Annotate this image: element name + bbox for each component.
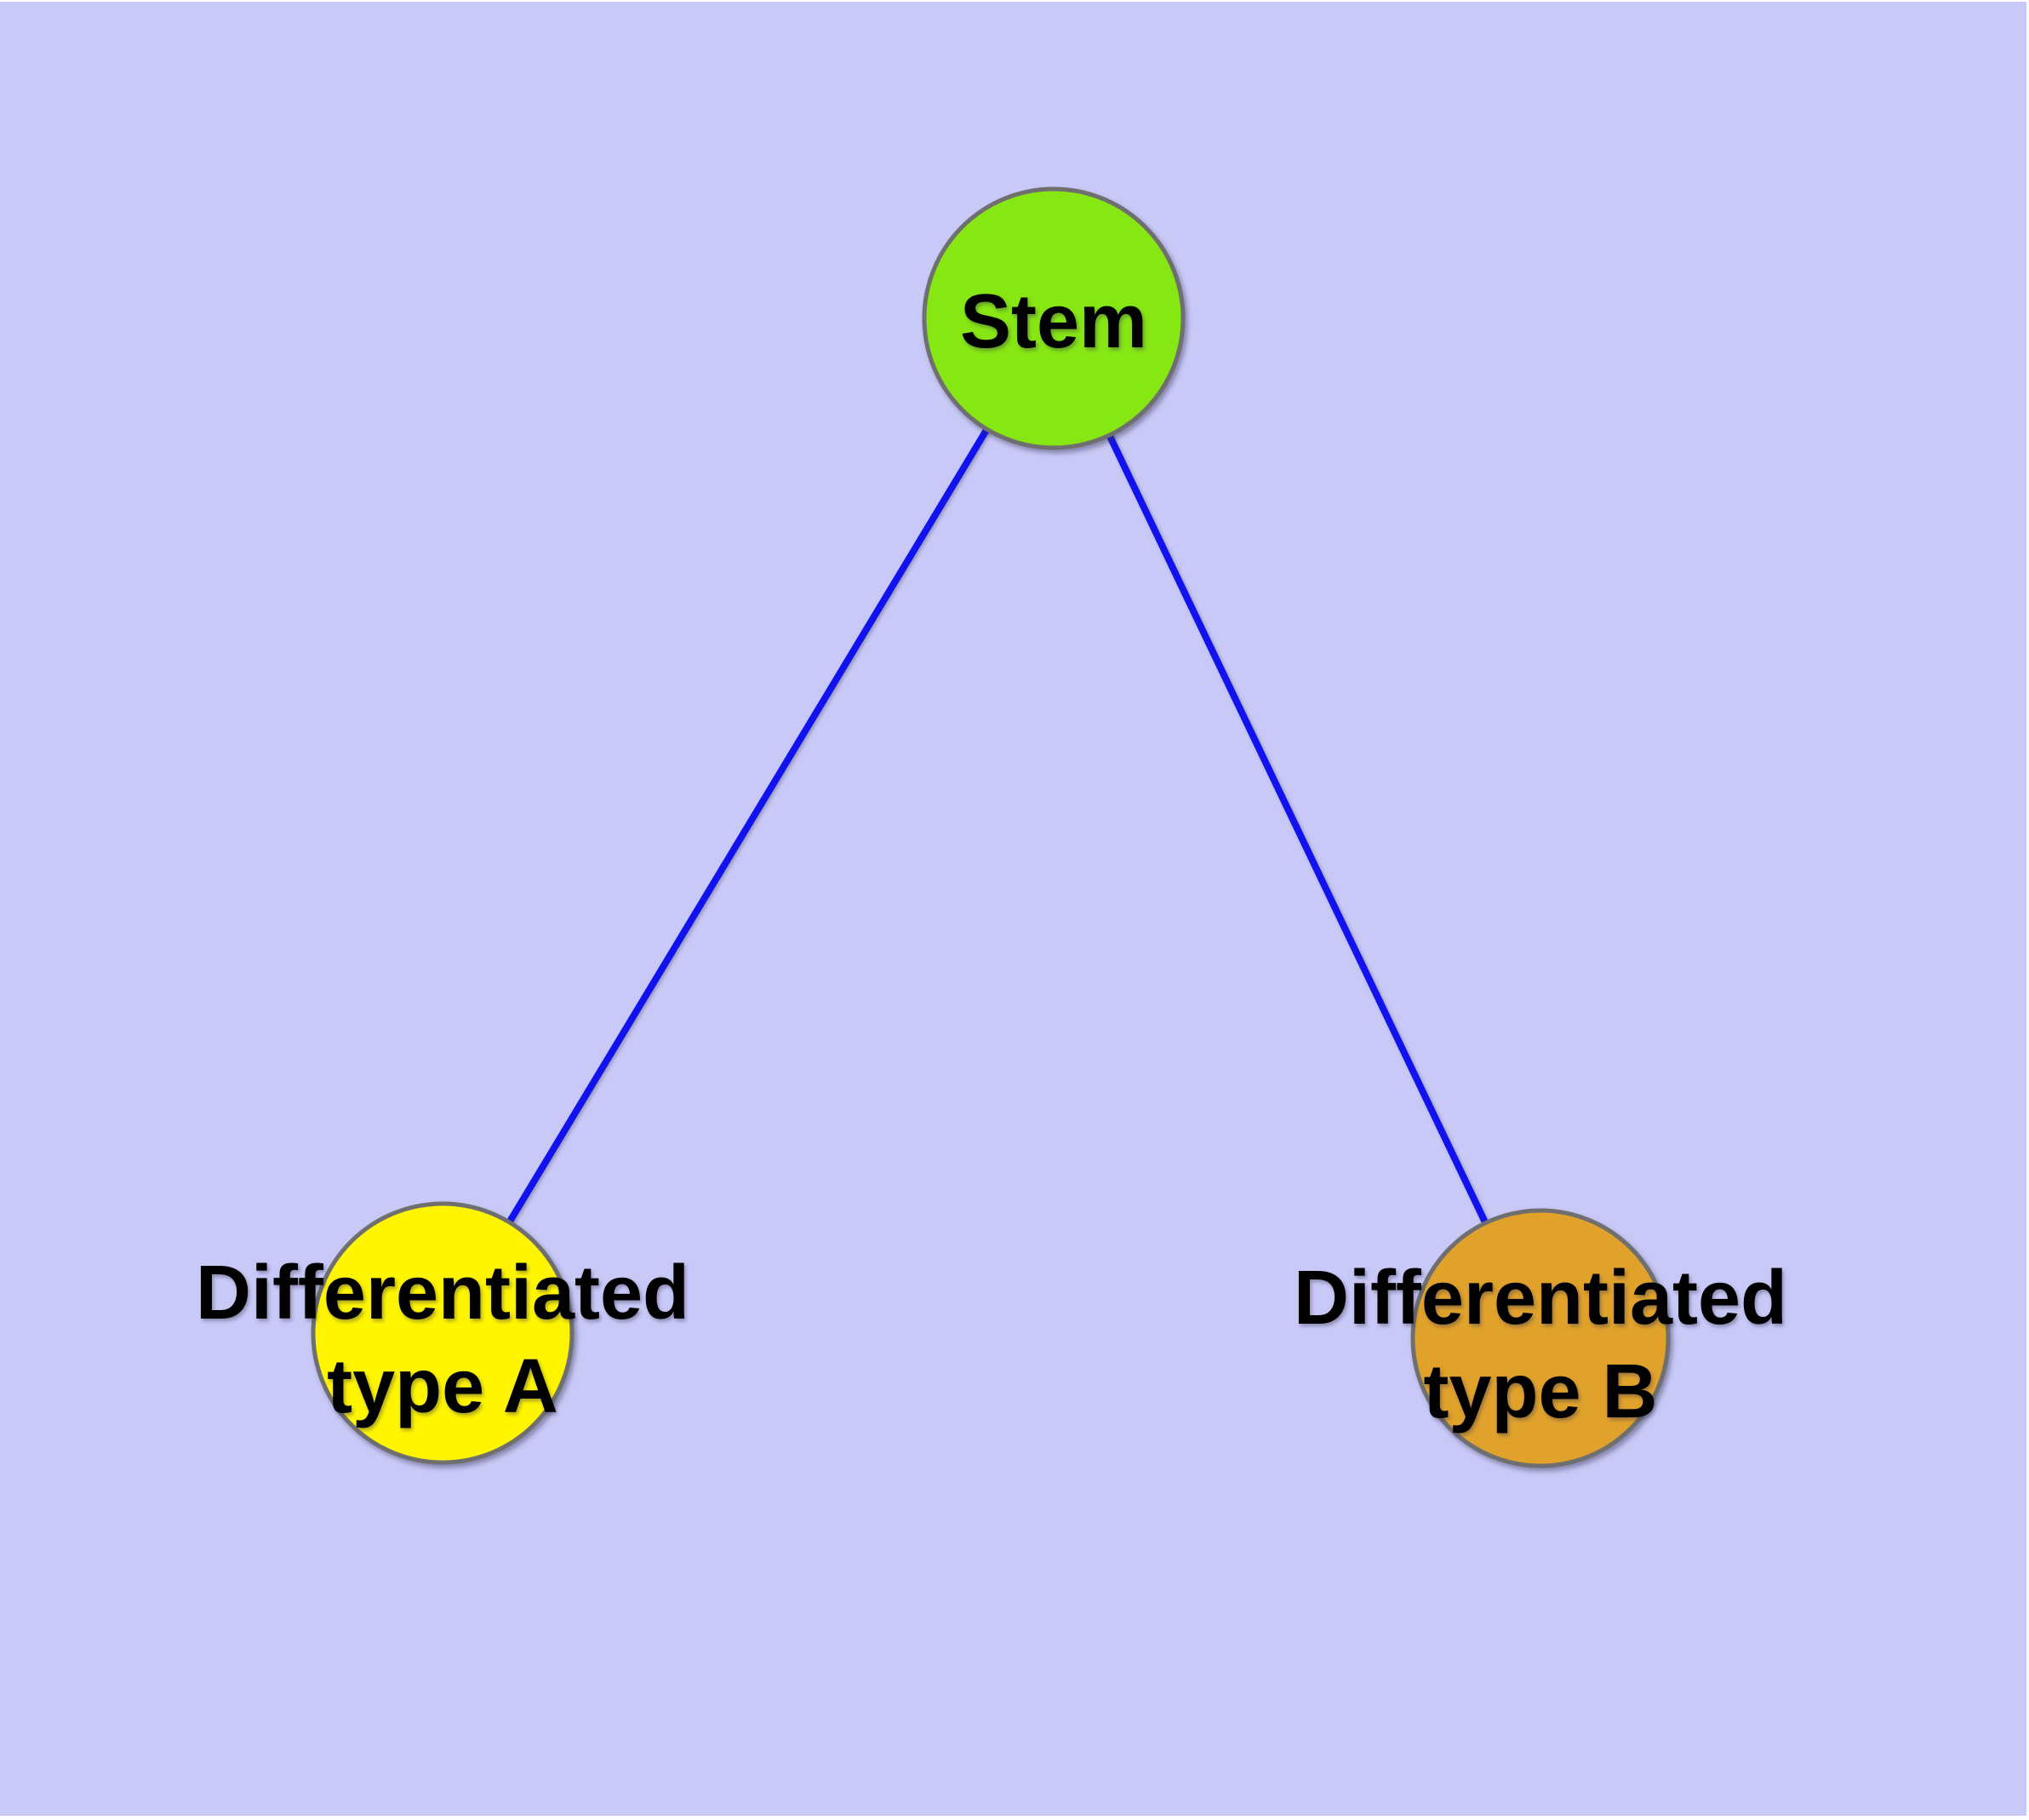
node-differentiated-type-a-circle[interactable] xyxy=(311,1201,574,1465)
edge-stem-to-type-b[interactable] xyxy=(1050,317,1544,1340)
node-type-a-label-line1: Differentiated xyxy=(196,1251,689,1336)
node-type-a-label-line2: type A xyxy=(327,1344,558,1429)
node-stem-circle[interactable] xyxy=(922,186,1186,450)
edge-stem-to-type-a[interactable] xyxy=(439,316,1057,1336)
node-differentiated-type-b-circle[interactable] xyxy=(1410,1208,1671,1468)
node-type-b-label-line2: type B xyxy=(1423,1349,1657,1434)
node-type-b-label-line1: Differentiated xyxy=(1294,1256,1787,1341)
node-stem-label: Stem xyxy=(960,279,1147,364)
